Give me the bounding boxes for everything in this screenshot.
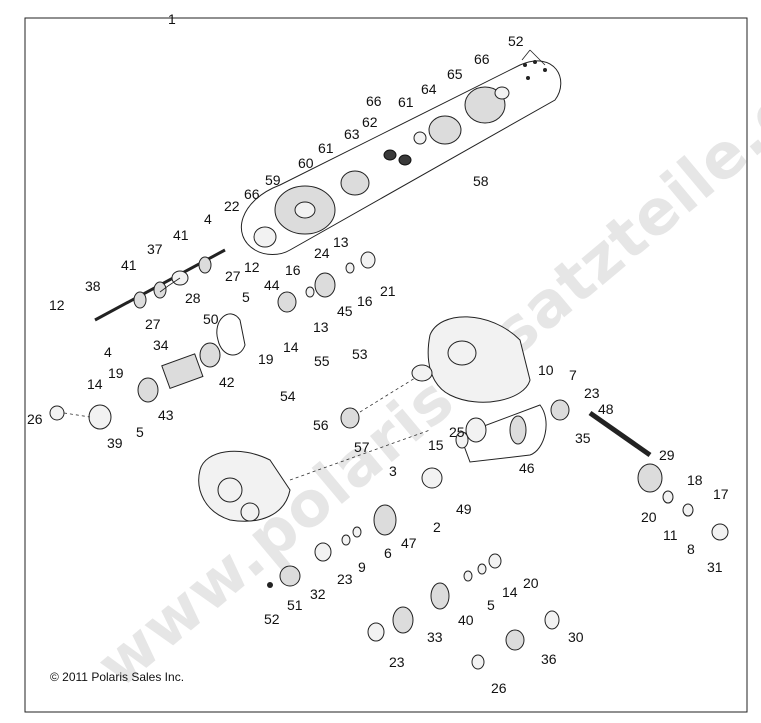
middle-gear-cluster [216, 251, 376, 356]
callout-63: 63 [344, 126, 360, 142]
callout-60: 60 [298, 155, 314, 171]
callout-19: 19 [258, 351, 274, 367]
callout-4: 4 [104, 344, 112, 360]
lower-gear-stack [267, 467, 560, 670]
callout-8: 8 [687, 541, 695, 557]
callout-50: 50 [203, 311, 219, 327]
callout-4: 4 [204, 211, 212, 227]
callout-45: 45 [337, 303, 353, 319]
callout-51: 51 [287, 597, 303, 613]
callout-41: 41 [173, 227, 189, 243]
callout-21: 21 [380, 283, 396, 299]
callout-35: 35 [575, 430, 591, 446]
callout-18: 18 [687, 472, 703, 488]
callout-23: 23 [389, 654, 405, 670]
callout-26: 26 [27, 411, 43, 427]
callout-16: 16 [357, 293, 373, 309]
callout-20: 20 [641, 509, 657, 525]
callout-5: 5 [242, 289, 250, 305]
callout-23: 23 [337, 571, 353, 587]
output-shaft-group [550, 399, 729, 541]
callout-14: 14 [87, 376, 103, 392]
callout-43: 43 [158, 407, 174, 423]
callout-66: 66 [474, 51, 490, 67]
callout-37: 37 [147, 241, 163, 257]
callout-53: 53 [352, 346, 368, 362]
housing-right [340, 316, 531, 429]
callout-27: 27 [145, 316, 161, 332]
gear-cover-assembly [240, 60, 562, 255]
callout-27: 27 [225, 268, 241, 284]
callout-14: 14 [502, 584, 518, 600]
callout-26: 26 [491, 680, 507, 696]
callout-28: 28 [185, 290, 201, 306]
callout-54: 54 [280, 388, 296, 404]
callout-40: 40 [458, 612, 474, 628]
input-shaft-group [49, 342, 221, 430]
callout-49: 49 [456, 501, 472, 517]
callout-9: 9 [358, 559, 366, 575]
leader-lines [159, 49, 546, 293]
callout-36: 36 [541, 651, 557, 667]
callout-47: 47 [401, 535, 417, 551]
housing-left [198, 429, 431, 522]
callout-24: 24 [314, 245, 330, 261]
callout-10: 10 [538, 362, 554, 378]
callout-12: 12 [244, 259, 260, 275]
callout-56: 56 [313, 417, 329, 433]
callout-66: 66 [244, 186, 260, 202]
callout-11: 11 [663, 527, 678, 543]
callout-61: 61 [318, 140, 334, 156]
callout-65: 65 [447, 66, 463, 82]
callout-64: 64 [421, 81, 437, 97]
callout-12: 12 [49, 297, 65, 313]
callout-48: 48 [598, 401, 614, 417]
callout-3: 3 [389, 463, 397, 479]
callout-20: 20 [523, 575, 539, 591]
callout-29: 29 [659, 447, 675, 463]
callout-39: 39 [107, 435, 123, 451]
callout-23: 23 [584, 385, 600, 401]
callout-32: 32 [310, 586, 326, 602]
copyright-text: © 2011 Polaris Sales Inc. [50, 670, 184, 684]
callout-25: 25 [449, 424, 465, 440]
callout-labels: 52 66 65 66 61 64 62 63 61 60 59 66 22 5… [27, 33, 729, 696]
shift-fork-group [94, 248, 226, 322]
callout-44: 44 [264, 277, 280, 293]
callout-55: 55 [314, 353, 330, 369]
callout-19: 19 [108, 365, 124, 381]
callout-17: 17 [713, 486, 729, 502]
callout-16: 16 [285, 262, 301, 278]
callout-61: 61 [398, 94, 414, 110]
callout-42: 42 [219, 374, 235, 390]
callout-14: 14 [283, 339, 299, 355]
callout-22: 22 [224, 198, 240, 214]
callout-66: 66 [366, 93, 382, 109]
callout-59: 59 [265, 172, 281, 188]
callout-52-top: 52 [508, 33, 524, 49]
callout-34: 34 [153, 337, 169, 353]
callout-15: 15 [428, 437, 444, 453]
callout-41: 41 [121, 257, 137, 273]
callout-30: 30 [568, 629, 584, 645]
callout-46: 46 [519, 460, 535, 476]
callout-13: 13 [313, 319, 329, 335]
callout-2: 2 [433, 519, 441, 535]
callout-33: 33 [427, 629, 443, 645]
pinion-shaft-group [455, 404, 547, 463]
callout-52: 52 [264, 611, 280, 627]
callout-62: 62 [362, 114, 378, 130]
callout-57: 57 [354, 439, 370, 455]
callout-6: 6 [384, 545, 392, 561]
callout-31: 31 [707, 559, 723, 575]
callout-58: 58 [473, 173, 489, 189]
callout-5: 5 [136, 424, 144, 440]
diagram-number: 1 [168, 11, 176, 27]
callout-38: 38 [85, 278, 101, 294]
callout-13: 13 [333, 234, 349, 250]
callout-7: 7 [569, 367, 577, 383]
callout-5: 5 [487, 597, 495, 613]
